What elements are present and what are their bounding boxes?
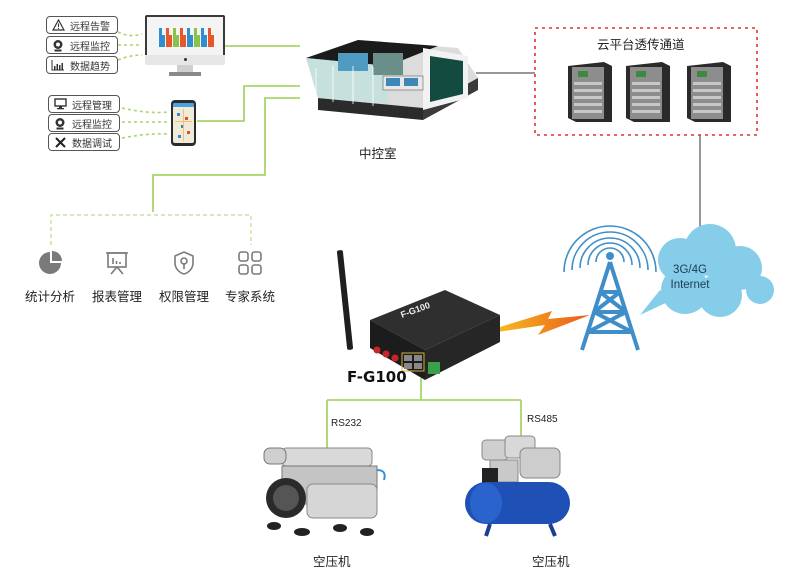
shield-key-icon [171,250,197,280]
management-reports[interactable]: 报表管理 [85,250,149,305]
server-rack-3 [687,62,731,126]
gateway-device-image: F-G100 [330,250,510,384]
function-label: 远程管理 [72,100,112,112]
function-label: 数据趋势 [70,61,110,73]
management-bracket-line [50,214,252,245]
dashed-link [121,133,169,139]
management-label: 专家系统 [224,289,275,304]
server-rack-1 [568,62,612,126]
camera-icon [51,38,65,52]
warning-icon [51,18,65,32]
camera-icon [53,116,67,130]
compressor-2-label: 空压机 [532,554,570,569]
function-remote-monitor: 远程监控 [46,36,118,54]
wireless-signal-bolt-icon [490,305,590,345]
network-line-2: Internet [670,279,710,291]
grid-icon [237,250,263,280]
compressor-1-image [262,440,392,544]
cloud-platform-box [534,27,758,136]
signal-waves-icon [563,225,657,273]
management-statistics[interactable]: 统计分析 [18,250,82,305]
port-label-rs485: RS485 [527,414,558,425]
dashed-link [121,107,169,114]
pie-chart-icon [37,250,63,280]
function-data-trend: 数据趋势 [46,56,118,74]
function-remote-management: 远程管理 [48,95,120,113]
management-label: 权限管理 [158,289,209,304]
function-remote-monitor-mobile: 远程监控 [48,114,120,132]
function-label: 远程告警 [70,21,110,33]
cloud-platform-label: 云平台透传通道 [597,37,685,52]
phone-to-control-room-line [197,85,300,122]
dashed-link [117,31,143,37]
desktop-monitor [145,15,225,77]
function-data-debug: 数据调试 [48,133,120,151]
bar-chart-icon [51,58,65,72]
internet-cloud [640,224,774,317]
port-label-rs232: RS232 [331,418,362,429]
management-label: 报表管理 [91,289,142,304]
function-label: 远程监控 [70,41,110,53]
function-remote-alarm: 远程告警 [46,16,118,34]
monitor-icon [53,97,67,111]
smartphone [171,100,196,146]
monitor-bar-chart-graphic [159,28,214,47]
server-rack-2 [626,62,670,126]
network-line-1: 3G/4G [673,264,707,276]
compressor-1-label: 空压机 [313,554,351,569]
network-cloud-label: 3G/4G Internet [650,263,730,293]
management-expert-system[interactable]: 专家系统 [218,250,282,305]
phone-map-screen [173,103,194,143]
control-room-to-management-line [152,97,300,212]
control-room-image [298,28,478,133]
gateway-name: F-G100 [347,368,407,386]
management-label: 统计分析 [24,289,75,304]
function-label: 远程监控 [72,119,112,131]
compressor-2-image [460,432,585,546]
control-room-label: 中控室 [359,146,397,161]
tools-icon [53,135,67,149]
function-label: 数据调试 [72,138,112,150]
dashed-link [117,54,143,61]
presentation-icon [104,250,130,280]
cell-tower [560,200,780,364]
management-permissions[interactable]: 权限管理 [152,250,216,305]
